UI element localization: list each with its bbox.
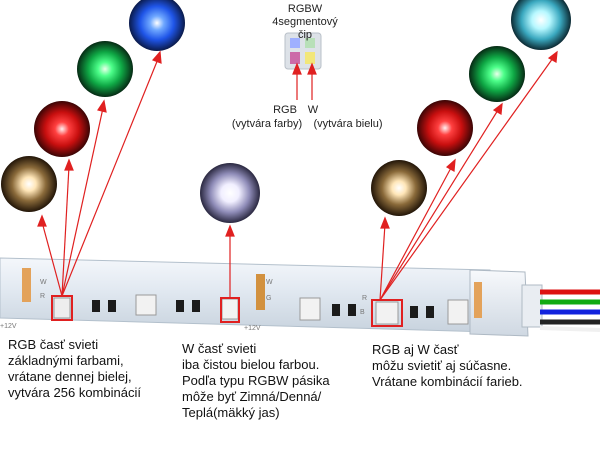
resistor — [348, 304, 356, 316]
chip-rgb-segment — [290, 52, 300, 64]
strip-mark-w: W — [266, 279, 273, 286]
strip-mark-g: G — [266, 295, 271, 302]
resistor — [410, 306, 418, 318]
copper-pad — [256, 274, 265, 310]
resistor — [176, 300, 184, 312]
resistor — [426, 306, 434, 318]
led-chip — [135, 294, 157, 316]
arrow — [41, 221, 63, 297]
arrow — [379, 57, 554, 301]
caption-line: Vrátane kombinácií farieb. — [372, 374, 523, 389]
strip-mark-b: B — [360, 309, 365, 316]
arrowhead — [37, 214, 47, 227]
led-warm-bubble — [1, 156, 57, 212]
caption-left: RGB časť svieti základnými farbami, vrát… — [8, 337, 141, 401]
chip-rgb-label: RGB — [273, 104, 297, 116]
led-blue-bubble — [129, 0, 185, 51]
arrowhead — [307, 62, 317, 75]
caption-line: základnými farbami, — [8, 353, 124, 368]
pointer-arrows — [37, 50, 558, 301]
arrowhead — [151, 50, 162, 64]
resistor — [92, 300, 100, 312]
strip-tube — [469, 269, 529, 337]
chip-reference — [284, 32, 322, 70]
caption-line: môže byť Zimná/Denná/ — [182, 389, 322, 404]
highlight-box-right — [371, 299, 403, 327]
strip-mark-r: R — [362, 295, 367, 302]
strip-mark-w: W — [40, 279, 47, 286]
led-white-bubble — [200, 163, 260, 223]
caption-line: W časť svieti — [182, 341, 257, 356]
strip-mark-r: R — [40, 293, 45, 300]
led-bubbles — [1, 0, 571, 223]
caption-line: môžu svietiť aj súčasne. — [372, 358, 512, 373]
caption-line: iba čistou bielou farbou. — [182, 357, 320, 372]
arrowhead — [225, 224, 235, 237]
arrowhead — [64, 158, 74, 171]
strip-mark-12v: +12V — [0, 323, 17, 330]
led-green-bubble-right — [469, 46, 525, 102]
caption-line: vytvára 256 kombinácií — [8, 385, 141, 400]
arrow — [379, 223, 386, 301]
chip-segment — [290, 38, 300, 48]
chip-w-label: W — [307, 104, 319, 116]
caption-line: Teplá(mäkký jas) — [182, 405, 280, 420]
arrowhead — [445, 158, 456, 172]
resistor — [192, 300, 200, 312]
arrowhead — [492, 102, 503, 115]
arrow — [61, 58, 159, 297]
led-chip-middle — [221, 298, 239, 320]
chip-title-line2: 4segmentový čip — [272, 16, 338, 41]
caption-line: vrátane dennej bielej, — [8, 369, 132, 384]
copper-pad — [474, 282, 482, 318]
led-chip-left — [53, 297, 71, 319]
caption-line: RGB aj W časť — [372, 342, 459, 357]
led-chip — [299, 297, 321, 321]
resistor — [108, 300, 116, 312]
cable-white — [539, 326, 600, 332]
led-chip — [447, 299, 469, 325]
arrow — [379, 109, 499, 301]
chip-w-segment — [305, 52, 315, 64]
copper-pad — [22, 268, 31, 302]
led-green-bubble — [77, 41, 133, 97]
arrow — [61, 107, 104, 297]
resistor — [332, 304, 340, 316]
caption-line: RGB časť svieti — [8, 337, 99, 352]
arrowhead — [380, 216, 390, 229]
arrow — [379, 165, 453, 301]
led-cyan-bubble — [511, 0, 571, 50]
arrow — [61, 165, 70, 297]
chip-rgb-sub: (vytvára farby) — [231, 118, 303, 130]
led-red-bubble — [34, 101, 90, 157]
led-red-bubble-right — [417, 100, 473, 156]
led-chip-right — [375, 301, 399, 325]
led-strip: W R +12V W G +12V R B — [0, 257, 600, 337]
strip-connector — [521, 284, 543, 328]
led-warm-bubble-right — [371, 160, 427, 216]
chip-w-sub: (vytvára bielu) — [313, 118, 383, 130]
caption-middle: W časť svieti iba čistou bielou farbou. … — [182, 341, 330, 421]
arrowhead — [292, 62, 302, 75]
chip-segment — [305, 38, 315, 48]
strip-mark-12v: +12V — [244, 325, 261, 332]
chip-title-line1: RGBW — [287, 3, 323, 15]
arrowhead — [97, 99, 107, 113]
arrowhead — [547, 50, 558, 63]
chip-title: RGBW 4segmentový čip — [265, 3, 345, 42]
caption-line: Podľa typu RGBW pásika — [182, 373, 330, 388]
caption-right: RGB aj W časť môžu svietiť aj súčasne. V… — [372, 342, 523, 390]
